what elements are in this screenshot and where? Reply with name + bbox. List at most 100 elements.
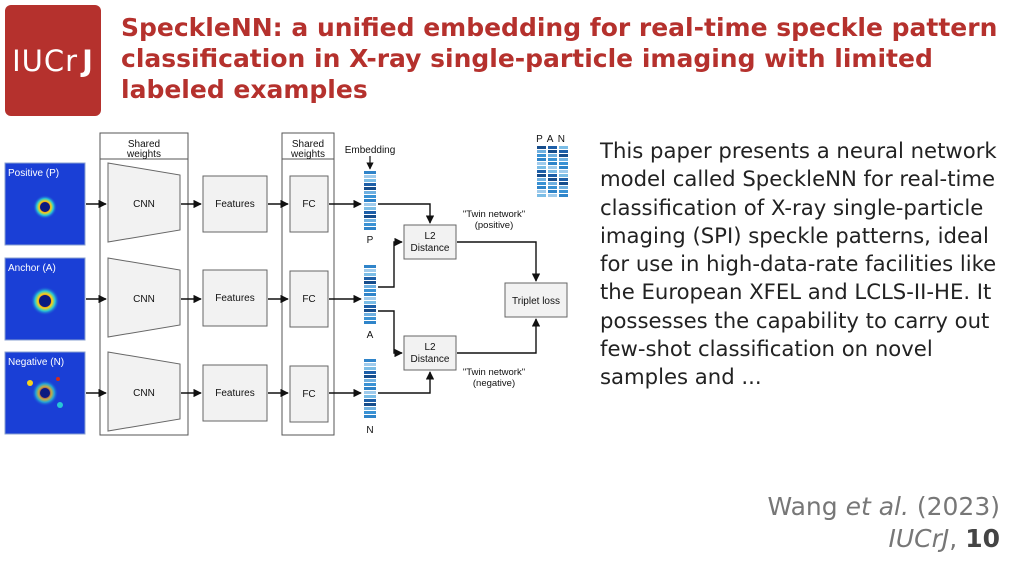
embedding-cell — [364, 321, 376, 324]
features-box-p: Features — [202, 175, 268, 233]
input-negative: Negative (N) — [4, 351, 86, 435]
embedding-cell — [364, 301, 376, 304]
embedding-cell — [364, 313, 376, 316]
embedding-cell — [364, 395, 376, 398]
fc-label-a: FC — [302, 294, 315, 305]
embedding-cell — [537, 166, 546, 169]
embedding-cell — [364, 175, 376, 178]
embedding-cell — [364, 211, 376, 214]
embedding-cell — [364, 179, 376, 182]
embedding-cell — [364, 379, 376, 382]
l2-label-2-negative: Distance — [411, 354, 450, 365]
embedding-vector-p — [364, 171, 376, 230]
embedding-cell — [364, 191, 376, 194]
l2-distance-box-positive: L2 Distance — [403, 224, 457, 260]
fc-box-p: FC — [289, 175, 329, 233]
embedding-cell — [548, 158, 557, 161]
features-label-p: Features — [215, 199, 254, 210]
embedding-cell — [364, 223, 376, 226]
pan-label: P A N — [536, 134, 566, 145]
fc-label-p: FC — [302, 199, 315, 210]
cnn-label-p: CNN — [133, 199, 155, 210]
embedding-cell — [559, 154, 568, 157]
shared-weights-fc-label-1: Shared — [292, 139, 324, 150]
embedding-cell — [364, 359, 376, 362]
l2-label-2-positive: Distance — [411, 243, 450, 254]
cnn-label-n: CNN — [133, 388, 155, 399]
embedding-cell — [364, 375, 376, 378]
features-box-a: Features — [202, 269, 268, 327]
embedding-cell — [364, 387, 376, 390]
embedding-cell — [364, 415, 376, 418]
embedding-cell — [537, 154, 546, 157]
paper-summary: This paper presents a neural network mod… — [600, 138, 997, 390]
embedding-cell — [364, 215, 376, 218]
fc-box-a: FC — [289, 270, 329, 328]
embedding-cell — [364, 199, 376, 202]
embedding-cell — [364, 293, 376, 296]
input-label-negative: Negative (N) — [8, 357, 64, 368]
embedding-cell — [548, 162, 557, 165]
embedding-cell — [364, 203, 376, 206]
twin-network-negative-label-2: (negative) — [473, 378, 515, 389]
embedding-cell — [364, 187, 376, 190]
input-anchor: Anchor (A) — [4, 257, 86, 341]
embedding-tag-n: N — [366, 425, 373, 436]
citation-etal: et al. — [845, 492, 909, 521]
embedding-cell — [364, 367, 376, 370]
embedding-vector-a — [364, 265, 376, 324]
embedding-cell — [537, 190, 546, 193]
embedding-cell — [364, 383, 376, 386]
embedding-cell — [548, 170, 557, 173]
cnn-block-p: CNN — [107, 162, 181, 243]
embedding-cell — [364, 273, 376, 276]
embedding-cell — [559, 186, 568, 189]
embedding-cell — [548, 194, 557, 197]
embedding-cell — [364, 411, 376, 414]
embedding-cell — [364, 289, 376, 292]
embedding-cell — [364, 403, 376, 406]
embedding-cell — [364, 207, 376, 210]
embedding-cell — [548, 154, 557, 157]
twin-network-positive-label-1: "Twin network" — [463, 209, 525, 220]
embedding-cell — [364, 317, 376, 320]
embedding-cell — [559, 178, 568, 181]
embedding-cell — [364, 305, 376, 308]
embedding-cell — [548, 166, 557, 169]
citation-journal-line: IUCrJ, 10 — [767, 523, 1000, 555]
l2-distance-box-negative: L2 Distance — [403, 335, 457, 371]
embedding-cell — [364, 285, 376, 288]
cnn-label-a: CNN — [133, 294, 155, 305]
features-label-a: Features — [215, 293, 254, 304]
citation-year: (2023) — [916, 492, 1000, 521]
l2-label-1-positive: L2 — [424, 231, 436, 242]
embedding-cell — [537, 186, 546, 189]
embedding-label: Embedding — [345, 145, 396, 156]
embedding-cell — [537, 194, 546, 197]
embedding-cell — [364, 391, 376, 394]
citation-authors: Wang — [767, 492, 838, 521]
twin-network-negative-label-1: "Twin network" — [463, 367, 525, 378]
citation-journal: IUCrJ — [888, 524, 950, 553]
paper-title: SpeckleNN: a unified embedding for real-… — [121, 13, 998, 104]
embedding-vector-n — [364, 359, 376, 418]
l2-label-1-negative: L2 — [424, 342, 436, 353]
triplet-loss-box: Triplet loss — [504, 282, 568, 318]
embedding-cell — [537, 178, 546, 181]
citation-volume: 10 — [965, 524, 1000, 553]
pan-embedding-matrix — [537, 146, 568, 197]
embedding-tag-p: P — [367, 235, 374, 246]
triplet-loss-label: Triplet loss — [512, 296, 560, 307]
embedding-cell — [548, 186, 557, 189]
embedding-cell — [537, 158, 546, 161]
cnn-block-n: CNN — [107, 351, 181, 432]
specklenn-diagram: Positive (P) Anchor (A) Negative (N) Sha… — [4, 132, 568, 436]
embedding-cell — [364, 399, 376, 402]
embedding-cell — [559, 174, 568, 177]
embedding-cell — [548, 190, 557, 193]
citation: Wang et al. (2023) IUCrJ, 10 — [767, 491, 1000, 555]
embedding-cell — [537, 162, 546, 165]
embedding-cell — [364, 227, 376, 230]
embedding-cell — [364, 277, 376, 280]
